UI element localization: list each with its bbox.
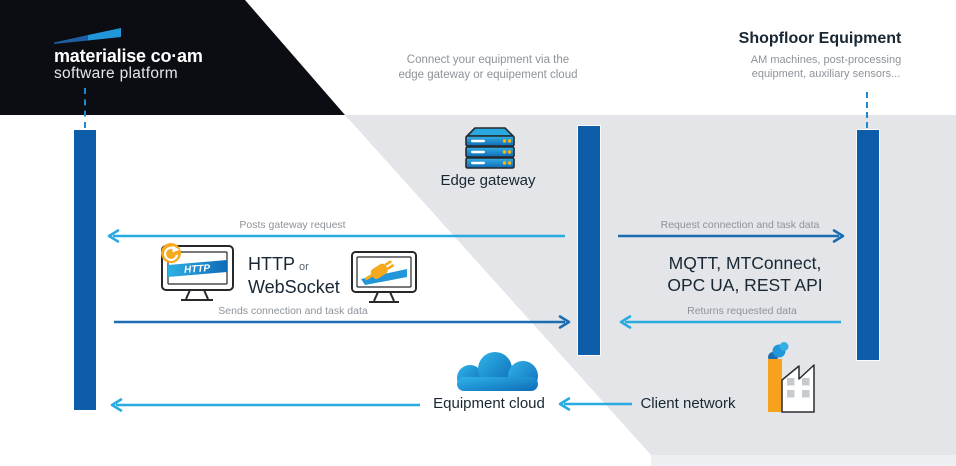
protocol-shopfloor-line2: OPC UA, REST API [667, 275, 823, 295]
client-network-label: Client network [640, 395, 736, 412]
shopfloor-subtitle: AM machines, post-processing equipment, … [706, 53, 946, 81]
lifeline-equipment-bar [856, 129, 880, 361]
protocol-shopfloor-line1: MQTT, MTConnect, [668, 253, 822, 273]
arrow-sends-connection [114, 315, 571, 329]
monitor-http-refresh-icon: HTTP [161, 243, 234, 301]
lifeline-platform-bar [73, 129, 97, 411]
svg-text:HTTP: HTTP [184, 263, 211, 276]
arrow-posts-gateway-request [107, 229, 565, 243]
brand-tagline: software platform [54, 65, 178, 82]
protocol-or: or [299, 261, 309, 273]
shopfloor-subtitle-line1: AM machines, post-processing [750, 54, 902, 66]
protocol-shopfloor: MQTT, MTConnect, OPC UA, REST API [625, 252, 865, 296]
equipment-cloud-label: Equipment cloud [433, 395, 545, 412]
shopfloor-title: Shopfloor Equipment [738, 30, 902, 47]
arrow-request-connection [618, 229, 845, 243]
arrow-returns-requested-data [619, 315, 841, 329]
factory-icon [768, 342, 815, 413]
edge-gateway-label: Edge gateway [440, 172, 536, 189]
protocol-websocket: WebSocket [248, 277, 340, 297]
lifeline-gateway-bar [577, 125, 601, 356]
dashed-connector-left [84, 88, 86, 128]
intro-note: Connect your equipment via the edge gate… [368, 53, 608, 83]
sends-connection-label: Sends connection and task data [218, 305, 368, 317]
intro-note-line1: Connect your equipment via the [406, 54, 570, 66]
request-connection-label: Request connection and task data [660, 219, 820, 231]
intro-note-line2: edge gateway or equipement cloud [398, 69, 578, 81]
server-stack-icon [465, 127, 515, 169]
arrow-client-to-cloud [558, 397, 632, 411]
monitor-websocket-plug-icon [351, 251, 417, 303]
returns-requested-data-label: Returns requested data [687, 305, 797, 317]
posts-gateway-request-label: Posts gateway request [239, 219, 346, 231]
protocol-http-websocket: HTTP or WebSocket [248, 253, 340, 299]
arrow-cloud-to-platform [110, 398, 420, 412]
cloud-icon [457, 352, 538, 391]
protocol-http: HTTP [248, 254, 295, 274]
dashed-connector-right [866, 92, 868, 128]
background-bottom-strip [651, 455, 956, 466]
materialise-swoosh-icon [54, 28, 121, 44]
brand-name: materialise co·am [54, 46, 203, 66]
shopfloor-subtitle-line2: equipment, auxiliary sensors... [751, 68, 901, 80]
